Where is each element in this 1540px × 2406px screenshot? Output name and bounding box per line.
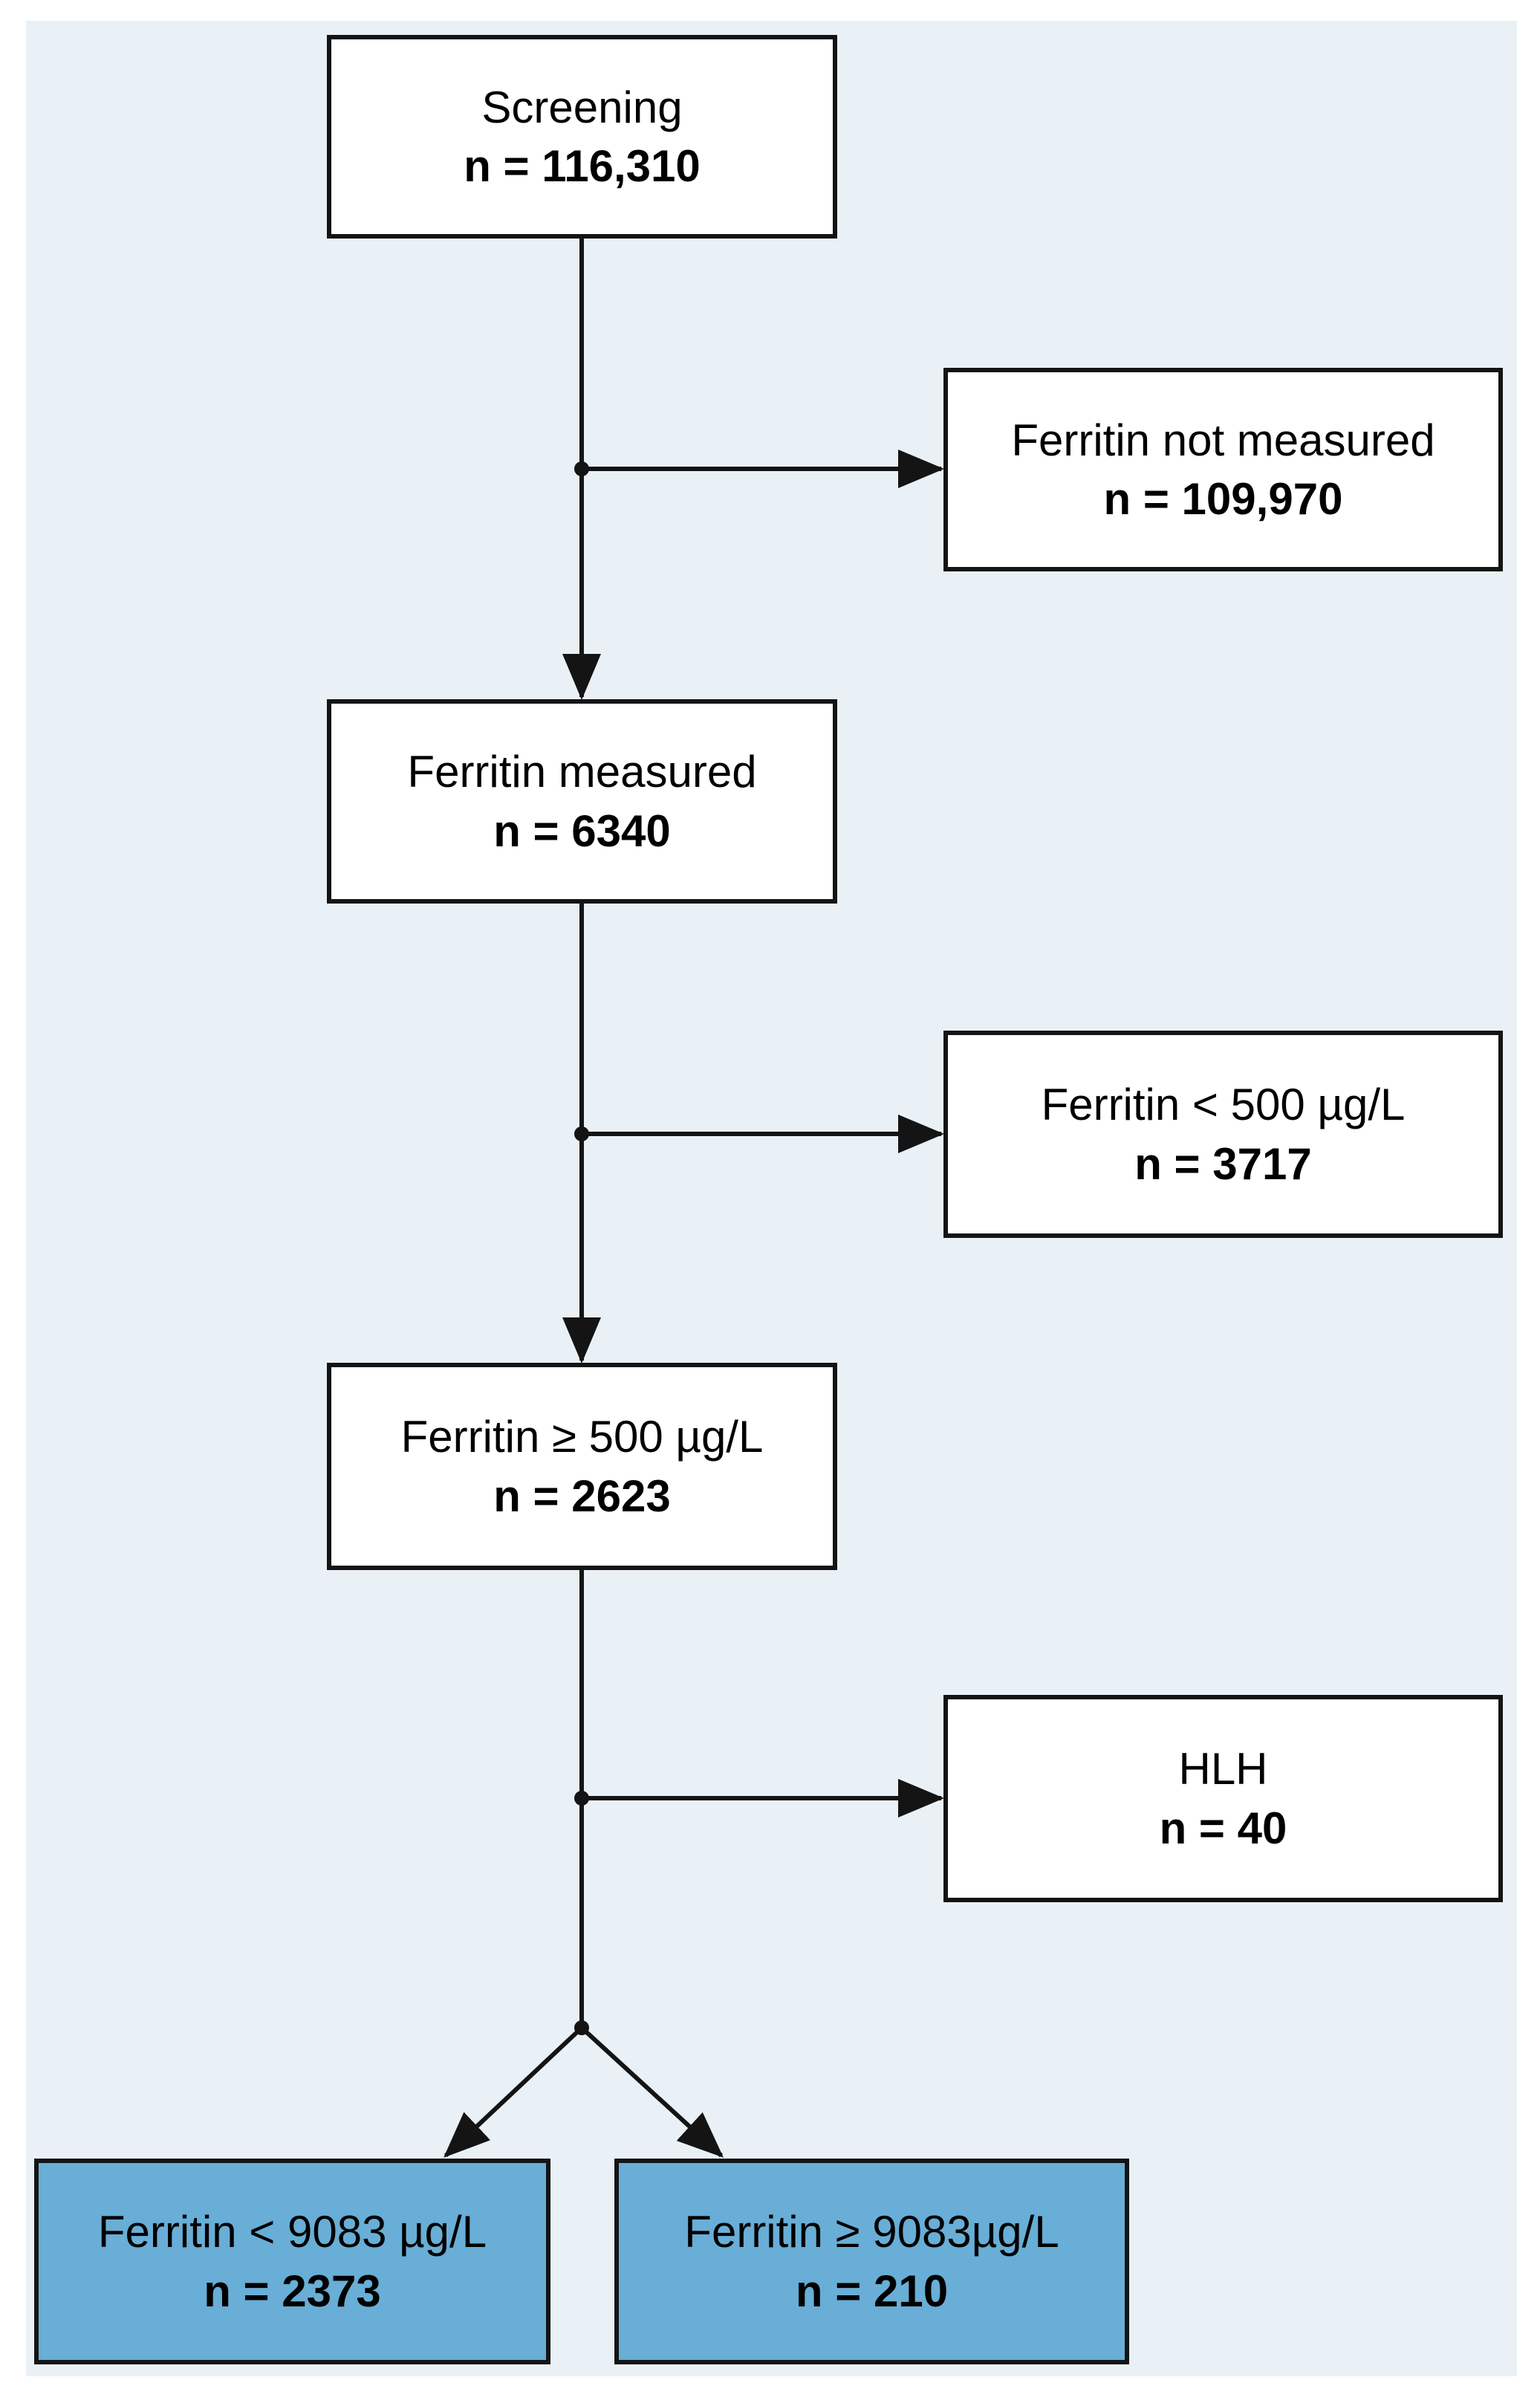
node-label: Screening [481, 82, 683, 132]
node-count: n = 2373 [204, 2266, 381, 2316]
node-count: n = 6340 [493, 805, 671, 856]
node-label: Ferritin ≥ 9083µg/L [684, 2207, 1059, 2257]
node-label: Ferritin measured [407, 747, 757, 797]
node-ferritin-measured: Ferritin measured n = 6340 [327, 699, 837, 904]
junction-dot [574, 2020, 589, 2035]
node-count: n = 2623 [493, 1470, 671, 1521]
node-ferritin-lt-500: Ferritin < 500 µg/L n = 3717 [943, 1031, 1503, 1238]
node-count: n = 109,970 [1103, 474, 1343, 524]
node-ferritin-not-measured: Ferritin not measured n = 109,970 [943, 368, 1503, 571]
arrow-split-to-lt9083 [444, 2026, 584, 2158]
node-count: n = 116,310 [464, 141, 701, 191]
node-label: Ferritin < 9083 µg/L [97, 2207, 487, 2257]
node-count: n = 3717 [1134, 1138, 1312, 1189]
node-count: n = 40 [1159, 1803, 1287, 1853]
junction-dot [574, 1126, 589, 1141]
junction-dot [574, 461, 589, 476]
node-count: n = 210 [795, 2266, 949, 2316]
node-hlh: HLH n = 40 [943, 1695, 1503, 1902]
node-ferritin-ge-9083: Ferritin ≥ 9083µg/L n = 210 [614, 2159, 1129, 2364]
node-label: Ferritin ≥ 500 µg/L [400, 1412, 764, 1462]
node-screening: Screening n = 116,310 [327, 35, 837, 239]
junction-dot [574, 1791, 589, 1806]
node-label: Ferritin < 500 µg/L [1041, 1080, 1406, 1130]
node-ferritin-ge-500: Ferritin ≥ 500 µg/L n = 2623 [327, 1363, 837, 1570]
node-ferritin-lt-9083: Ferritin < 9083 µg/L n = 2373 [34, 2159, 550, 2364]
node-label: HLH [1178, 1744, 1268, 1794]
arrow-split-to-ge9083 [579, 2026, 724, 2158]
node-label: Ferritin not measured [1011, 415, 1435, 465]
